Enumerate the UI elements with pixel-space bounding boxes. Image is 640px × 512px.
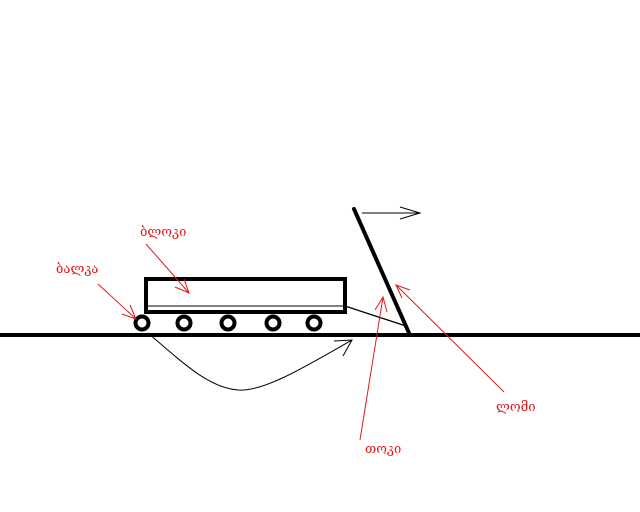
block-pointer-arrow bbox=[145, 243, 190, 294]
rope-label: თოკი bbox=[365, 442, 401, 457]
lever-label: ლომი bbox=[496, 400, 535, 415]
ball-pointer-arrow bbox=[97, 283, 137, 320]
roller bbox=[133, 314, 151, 332]
lever-bar bbox=[352, 207, 411, 335]
ball-label: ბალკა bbox=[56, 262, 98, 277]
roller bbox=[219, 314, 237, 332]
roller bbox=[305, 314, 323, 332]
rope-line bbox=[344, 305, 407, 327]
block-label: ბლოკი bbox=[140, 225, 186, 240]
annotation-arrows bbox=[97, 243, 505, 441]
roller-relocation-arrow bbox=[147, 332, 353, 391]
roller-group bbox=[133, 314, 323, 332]
lever-pointer-arrow bbox=[395, 284, 505, 393]
lever-motion-arrow bbox=[362, 206, 422, 220]
roller bbox=[264, 314, 282, 332]
block-rectangle bbox=[144, 277, 347, 314]
rope-pointer-arrow bbox=[359, 296, 384, 441]
roller bbox=[175, 314, 193, 332]
